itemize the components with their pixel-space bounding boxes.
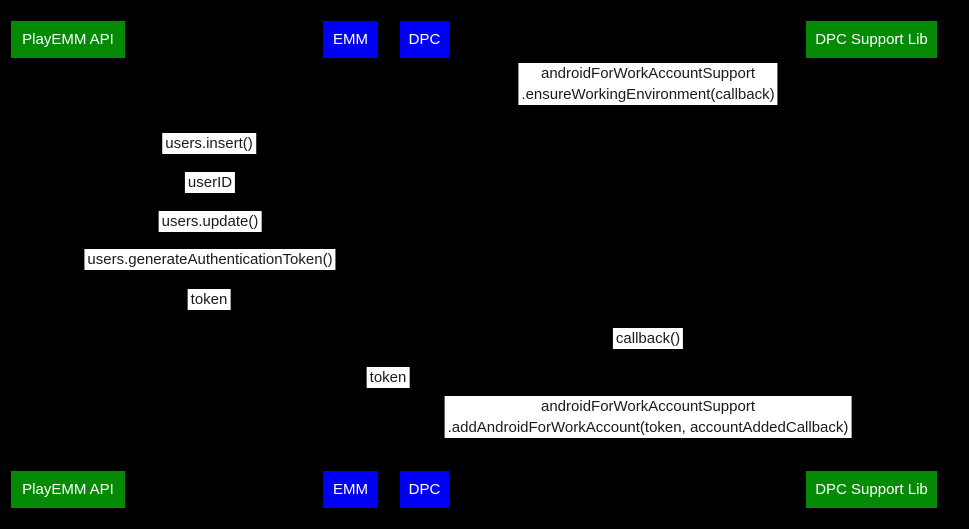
message-line: userID xyxy=(187,174,233,191)
message-ensure-working-environment: androidForWorkAccountSupport .ensureWork… xyxy=(518,63,778,105)
message-callback: callback() xyxy=(612,328,684,349)
actor-dpc-bottom: DPC xyxy=(400,471,449,508)
message-user-id: userID xyxy=(184,172,236,193)
message-line: users.update() xyxy=(161,213,259,230)
lifeline-playemm-api xyxy=(68,58,69,471)
actor-playemm-api-top: PlayEMM API xyxy=(11,21,125,58)
actor-playemm-api-bottom: PlayEMM API xyxy=(11,471,125,508)
message-add-android-for-work-account: androidForWorkAccountSupport .addAndroid… xyxy=(444,396,852,438)
actor-dpc-support-lib-bottom: DPC Support Lib xyxy=(806,471,937,508)
message-line: users.generateAuthenticationToken() xyxy=(87,251,333,268)
message-line: androidForWorkAccountSupport xyxy=(541,398,755,415)
lifeline-dpc-support-lib xyxy=(871,58,872,471)
lifeline-emm xyxy=(350,58,351,471)
message-line: .ensureWorkingEnvironment(callback) xyxy=(521,86,775,103)
actor-emm-bottom: EMM xyxy=(323,471,378,508)
lifeline-dpc xyxy=(424,58,425,471)
message-line: .addAndroidForWorkAccount(token, account… xyxy=(447,419,849,436)
message-line: token xyxy=(369,369,407,386)
actor-emm-top: EMM xyxy=(323,21,378,58)
message-line: users.insert() xyxy=(165,135,253,152)
message-line: token xyxy=(190,291,228,308)
message-line: callback() xyxy=(615,330,681,347)
message-token-forward: token xyxy=(366,367,410,388)
actor-dpc-support-lib-top: DPC Support Lib xyxy=(806,21,937,58)
actor-dpc-top: DPC xyxy=(400,21,449,58)
message-users-insert: users.insert() xyxy=(162,133,256,154)
message-users-update: users.update() xyxy=(158,211,262,232)
message-token-return: token xyxy=(187,289,231,310)
message-line: androidForWorkAccountSupport xyxy=(540,65,755,82)
message-users-generate-authentication-token: users.generateAuthenticationToken() xyxy=(84,249,336,270)
